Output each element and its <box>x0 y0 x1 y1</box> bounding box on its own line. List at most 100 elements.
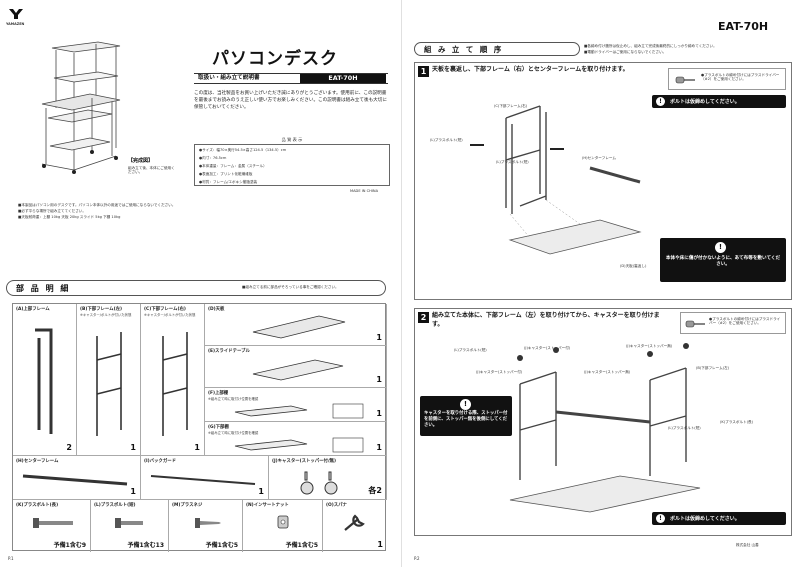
part-sub: ※組み立て時に取付け位置を確認 <box>208 431 259 435</box>
product-title: パソコンデスク <box>212 49 338 69</box>
top-board-icon <box>252 315 346 339</box>
step-1-text: 天板を裏返し、下部フレーム（右）とセンターフレームを取り付けます。 <box>432 66 629 73</box>
part-cell-c: (C)下部フレーム(右) ※キャスター/ボルトが付いた状態 1 <box>141 304 205 456</box>
part-qty: 1 <box>130 487 136 496</box>
part-qty: 予備1含む5 <box>285 542 318 549</box>
part-cell-o: (O)スパナ 1 <box>323 500 387 552</box>
completed-note: 組み立て後、本体にご使用ください。 <box>128 166 175 175</box>
part-cell-k: (K)プラスボルト(長) 予備1含む9 <box>13 500 91 552</box>
part-label: (A)上部フレーム <box>16 307 50 312</box>
warning-text: 本体や床に傷が付かないように、あて布等を敷いてください。 <box>665 256 781 267</box>
warning-text: キャスターを取り付ける際、ストッパー付を前側に、ストッパー無を後側にしてください… <box>424 411 508 428</box>
part-qty: 予備1含む5 <box>205 542 238 549</box>
step-1-warning-bottom: ! 本体や床に傷が付かないように、あて布等を敷いてください。 <box>660 238 786 282</box>
assembly-header-bar <box>414 42 580 56</box>
part-cell-a: (A)上部フレーム 2 <box>13 304 77 456</box>
part-label: (B)下部フレーム(左) <box>80 307 122 312</box>
model-title: EAT-70H <box>718 20 769 33</box>
part-qty: 予備1含む9 <box>53 542 86 549</box>
part-qty: 1 <box>376 443 382 452</box>
page-number-left: P.1 <box>8 556 14 561</box>
part-qty: 予備1含む13 <box>127 542 164 549</box>
part-label: (N)インサートナット <box>246 503 289 508</box>
note-line: ■天板耐荷重：上棚 10kg 天板 20kg スライド 5kg 下棚 10kg <box>18 215 121 219</box>
lower-frame-right-icon <box>162 332 188 436</box>
assembly-note: ■各締め付け箇所は仮止めし、組み立て完成後最終的にしっかり締めてください。 <box>584 44 717 48</box>
part-label: (M)プラスネジ <box>172 503 203 508</box>
step-1-number: 1 <box>418 66 429 77</box>
spec-row: ●表面加工：プリント化粧繊維板 <box>199 172 253 176</box>
made-in-label: MADE IN CHINA <box>350 189 379 193</box>
spec-row: ●材質：フレーム/エポキシ樹脂塗装 <box>199 180 258 184</box>
upper-shelf-icon <box>234 403 364 419</box>
lower-frame-left-icon <box>96 332 122 436</box>
note-line: ■必ず平らな場所で組み立ててください。 <box>18 209 86 213</box>
step-2-label: (L)プラスボルト(短) <box>668 426 701 430</box>
part-label: (L)プラスボルト(短) <box>94 503 136 508</box>
screwdriver-icon <box>685 320 705 328</box>
assembly-note: ■電動ドライバーはご使用にならないでください。 <box>584 50 667 54</box>
part-cell-h: (H)センターフレーム 1 <box>13 456 141 500</box>
part-label: (G)下部棚 <box>208 425 229 430</box>
spec-row: ●本体重量：フレーム：金属（スチール） <box>199 164 267 168</box>
part-qty: 2 <box>66 443 72 452</box>
warning-icon: ! <box>715 242 726 253</box>
parts-heading: 部 品 明 細 <box>16 284 71 293</box>
step-1-label: (D)天板(裏返し) <box>620 264 647 268</box>
warning-text: ボルトは仮締めしてください。 <box>670 516 740 522</box>
step-2-label: (J)キャスター(ストッパー付) <box>476 370 523 374</box>
step-1-label: (L)プラスボルト(短) <box>496 160 529 164</box>
screwdriver-icon <box>675 76 695 84</box>
lower-shelf-icon <box>234 437 364 453</box>
spec-row: ●サイズ：幅70×奥行54.5×高さ124.5（134.5）cm <box>199 148 287 152</box>
part-cell-f: (F)上部棚 ※組み立て時に取付け位置を確認 1 <box>205 388 387 422</box>
step-2-label: (J)キャスター(ストッパー無) <box>626 344 673 348</box>
brand-name: YAMAZEN <box>6 22 25 26</box>
insert-nut-icon <box>277 515 289 529</box>
spanner-icon <box>344 514 365 531</box>
step-1-diagram <box>470 105 642 255</box>
step-2-number: 2 <box>418 312 429 323</box>
part-label: (F)上部棚 <box>208 391 229 396</box>
step-1-label: (L)プラスボルト(短) <box>430 138 463 142</box>
warning-icon: ! <box>460 399 471 410</box>
publisher-footer: 株式会社 山善 <box>736 543 759 547</box>
brand-logo-icon <box>9 9 23 19</box>
part-label: (C)下部フレーム(右) <box>144 307 186 312</box>
part-qty: 1 <box>130 443 136 452</box>
step-2-label: (K)プラスボルト(長) <box>720 420 754 424</box>
page-number-right: P.2 <box>414 556 420 561</box>
long-bolt-icon <box>33 518 73 528</box>
warning-text: ボルトは仮締めしてください。 <box>670 99 740 105</box>
slide-table-icon <box>252 359 344 381</box>
part-cell-g: (G)下部棚 ※組み立て時に取付け位置を確認 1 <box>205 422 387 456</box>
step-2-tip: ●プラスボルトの締め付けにはプラスドライバー（#2）をご使用ください。 <box>709 317 781 326</box>
spec-heading: 品 質 表 示 <box>281 137 303 142</box>
part-cell-e: (E)スライドテーブル 1 <box>205 346 387 388</box>
step-1-tip-box: ●プラスボルトの締め付けにはプラスドライバー（#2）をご使用ください。 <box>668 68 786 90</box>
part-label: (E)スライドテーブル <box>208 349 250 354</box>
part-label: (H)センターフレーム <box>16 459 59 464</box>
completed-label: 【完成図】 <box>128 158 154 164</box>
parts-note: ■組み立てる前に部品がそろっている事をご確認ください。 <box>242 285 339 289</box>
step-2-label: (L)プラスボルト(短) <box>454 348 487 352</box>
part-cell-m: (M)プラスネジ 予備1含む5 <box>169 500 243 552</box>
part-qty: 1 <box>376 333 382 342</box>
step-2-label: (J)キャスター(ストッパー無) <box>584 370 631 374</box>
warning-icon: ! <box>656 514 665 523</box>
part-sub: ※キャスター/ボルトが付いた状態 <box>144 313 196 317</box>
part-label: (J)キャスター(ストッパー付/無) <box>272 459 336 464</box>
note-line: ■本製品はパソコン用のデスクです。パソコン本体以外の用途ではご使用にならないでく… <box>18 203 176 207</box>
step-1-label: (H)センターフレーム <box>582 156 616 160</box>
part-qty: 1 <box>258 487 264 496</box>
model-badge: EAT-70H <box>300 74 386 83</box>
step-2-warning-top: ! キャスターを取り付ける際、ストッパー付を前側に、ストッパー無を後側にしてくだ… <box>420 396 512 436</box>
part-cell-j: (J)キャスター(ストッパー付/無) 各2 <box>269 456 387 500</box>
part-qty: 1 <box>376 409 382 418</box>
part-qty: 各2 <box>368 486 382 495</box>
parts-header-bar <box>6 280 386 296</box>
step-2-label: (B)下部フレーム(左) <box>696 366 730 370</box>
center-frame-icon <box>22 474 128 486</box>
step-2-text: 組み立てた本体に、下部フレーム（左）を取り付けてから、キャスターを取り付けます。 <box>432 312 660 328</box>
step-2-label: (J)キャスター(ストッパー付) <box>524 346 571 350</box>
